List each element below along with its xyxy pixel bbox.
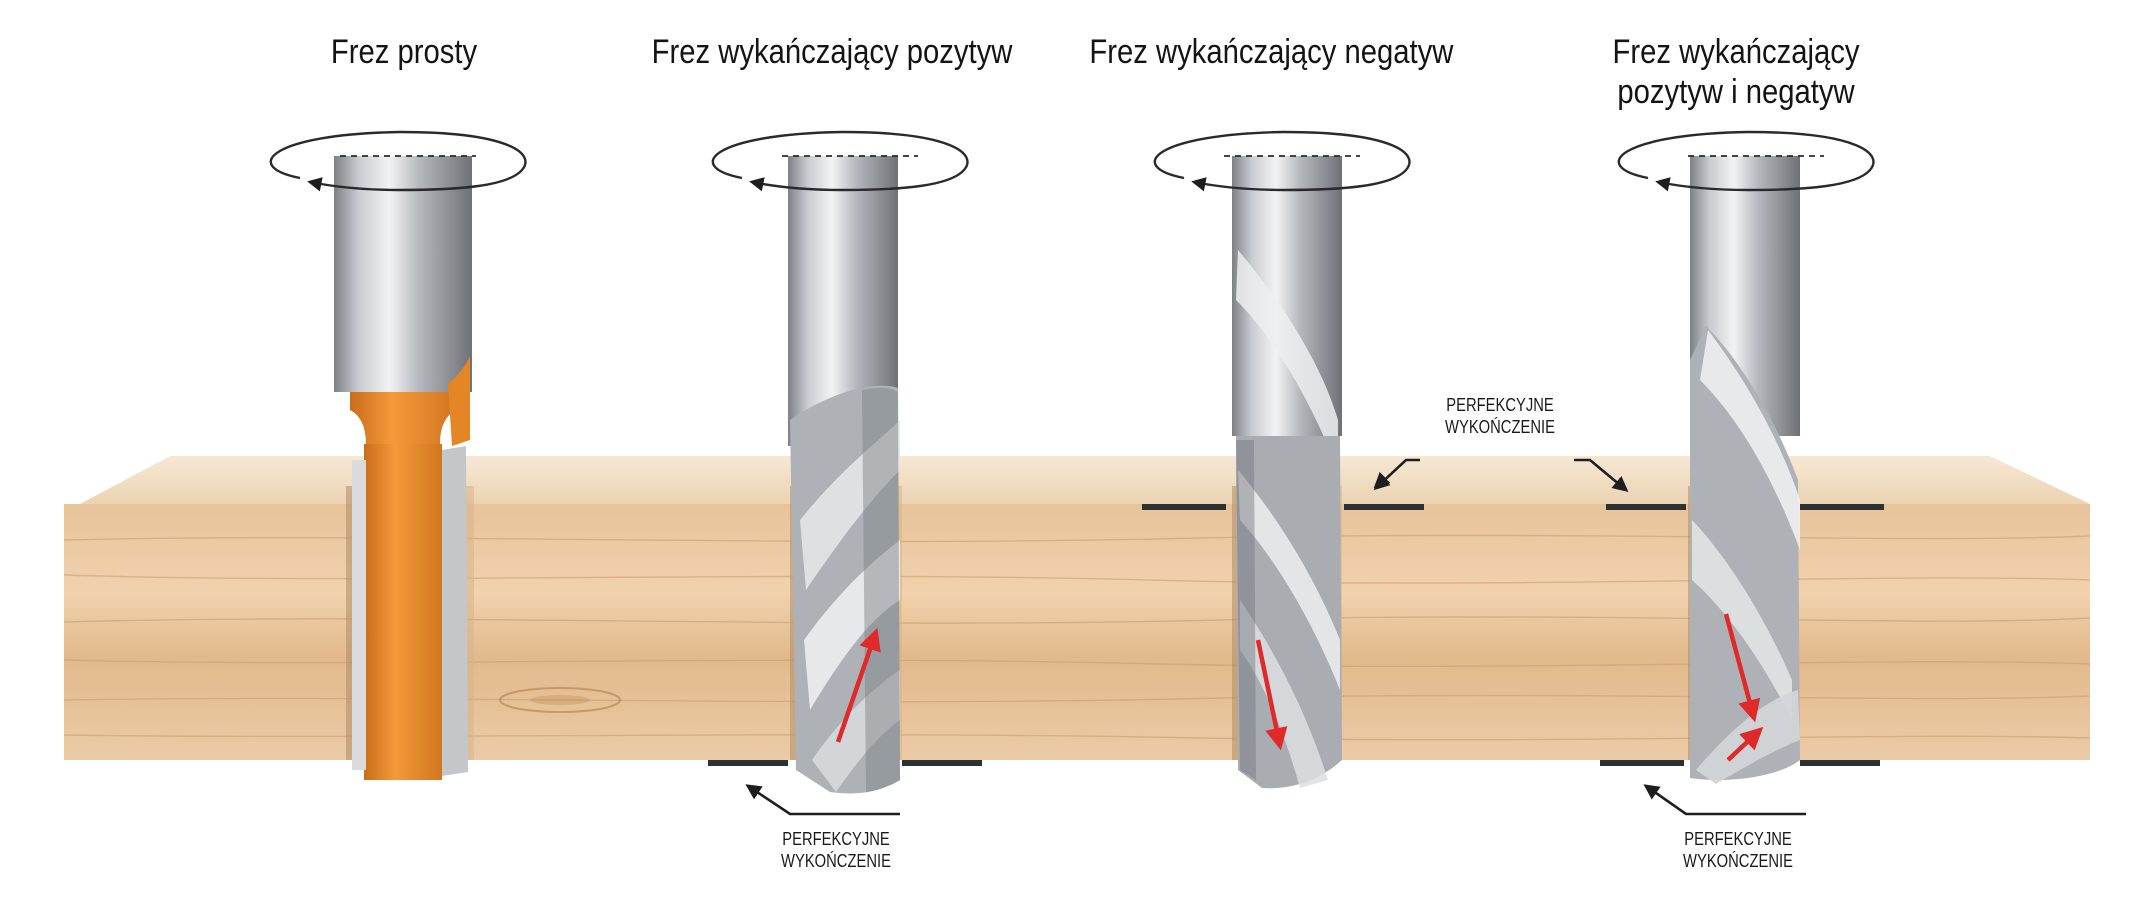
note-compression: PERFEKCYJNE WYKOŃCZENIE bbox=[1656, 828, 1820, 872]
note-compression-line1: PERFEKCYJNE bbox=[1684, 829, 1792, 849]
note-upcut: PERFEKCYJNE WYKOŃCZENIE bbox=[754, 828, 918, 872]
edge-marker-downcut-top-right bbox=[1344, 504, 1424, 510]
straight-bit-shank bbox=[334, 156, 472, 392]
downcut-bit-spiral-top bbox=[1236, 250, 1338, 470]
upcut-red-arrow-icon bbox=[835, 627, 881, 743]
edge-marker-upcut-bottom-left bbox=[708, 760, 788, 766]
rotation-indicators bbox=[269, 130, 1875, 192]
downcut-bit bbox=[1232, 156, 1342, 789]
upcut-bit-spiral-2 bbox=[804, 540, 900, 710]
title-upcut-text: Frez wykańczający pozytyw bbox=[651, 33, 1013, 71]
edge-marker-compression-bottom-right bbox=[1800, 760, 1880, 766]
edge-marker-compression-top-right bbox=[1800, 504, 1884, 510]
upcut-bit bbox=[788, 156, 900, 794]
downcut-red-arrow-icon bbox=[1255, 639, 1288, 751]
compression-black-arrow-icon bbox=[1643, 784, 1806, 816]
rotation-arrow-icon bbox=[269, 130, 527, 192]
upcut-bit-spiral-1 bbox=[800, 420, 900, 590]
compression-bit-spiral-mid bbox=[1692, 520, 1792, 720]
rotation-arrow-icon bbox=[1153, 130, 1411, 192]
edge-marker-compression-bottom-left bbox=[1600, 760, 1684, 766]
downcut-black-arrow-icon-left-real bbox=[1373, 458, 1420, 491]
note-compression-line2: WYKOŃCZENIE bbox=[1683, 851, 1793, 871]
rotation-arrow-icon bbox=[711, 130, 969, 192]
title-compression-bit: Frez wykańczający pozytyw i negatyw bbox=[1590, 32, 1882, 112]
downcut-bit-shadow bbox=[1236, 440, 1256, 780]
downcut-bit-spiral-1 bbox=[1238, 470, 1340, 690]
title-compression-line1: Frez wykańczający bbox=[1612, 33, 1860, 71]
note-downcut: PERFEKCYJNE WYKOŃCZENIE bbox=[1418, 394, 1582, 438]
compression-red-arrow-icon-down bbox=[1723, 613, 1761, 723]
straight-bit-cutter-left bbox=[352, 460, 366, 770]
downcut-bit-spiral-2 bbox=[1240, 600, 1328, 788]
straight-bit bbox=[334, 156, 472, 780]
upcut-bit-spiral-3 bbox=[812, 670, 900, 792]
straight-bit-cutter-right bbox=[442, 446, 468, 776]
upcut-black-arrow-icon bbox=[745, 784, 900, 816]
title-straight-bit: Frez prosty bbox=[285, 32, 522, 72]
title-upcut-bit: Frez wykańczający pozytyw bbox=[651, 32, 1013, 72]
straight-bit-body bbox=[364, 444, 442, 780]
title-compression-line2: pozytyw i negatyw bbox=[1617, 73, 1855, 111]
compression-bit bbox=[1690, 156, 1800, 784]
title-straight-text: Frez prosty bbox=[330, 33, 478, 71]
wood-knot-inner bbox=[530, 695, 590, 705]
compression-red-arrow-icon-up bbox=[1726, 726, 1764, 762]
wood-knot bbox=[499, 687, 621, 713]
edge-markers bbox=[708, 504, 1884, 766]
edge-marker-upcut-bottom-right bbox=[902, 760, 982, 766]
note-downcut-line2: WYKOŃCZENIE bbox=[1445, 417, 1555, 437]
edge-marker-compression-top-left bbox=[1606, 504, 1686, 510]
note-upcut-line2: WYKOŃCZENIE bbox=[781, 851, 891, 871]
straight-bit-flute bbox=[448, 356, 470, 446]
title-downcut-bit: Frez wykańczający negatyw bbox=[1089, 32, 1454, 72]
downcut-black-arrow-icon-right bbox=[1574, 458, 1629, 492]
note-downcut-line1: PERFEKCYJNE bbox=[1446, 395, 1554, 415]
straight-bit-neck bbox=[350, 392, 456, 444]
rotation-arrow-icon bbox=[1617, 130, 1875, 192]
pointer-arrows bbox=[745, 458, 1806, 816]
note-upcut-line1: PERFEKCYJNE bbox=[782, 829, 890, 849]
compression-bit-spiral-top bbox=[1700, 330, 1800, 550]
title-downcut-text: Frez wykańczający negatyw bbox=[1089, 33, 1454, 71]
upcut-bit-shadow bbox=[862, 387, 900, 792]
wood-top-surface bbox=[80, 456, 2090, 504]
edge-marker-downcut-top-left bbox=[1142, 504, 1226, 510]
